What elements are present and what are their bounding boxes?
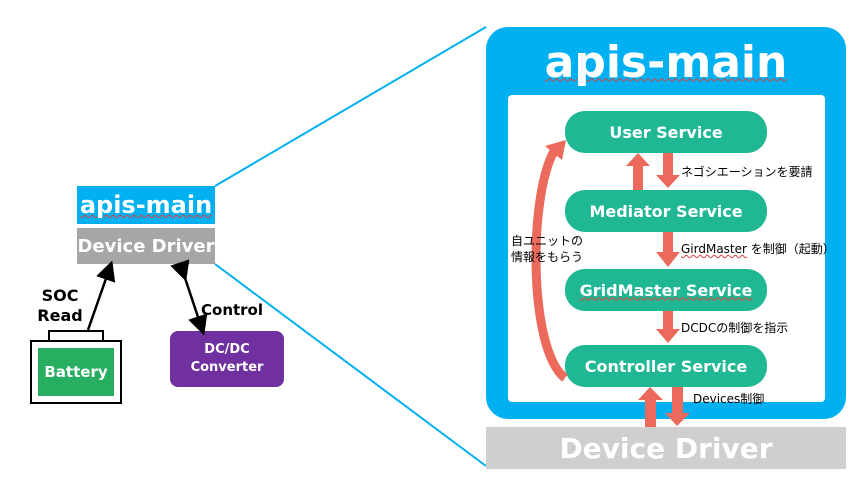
dcdc-label-line2: Converter: [190, 360, 264, 375]
battery-label: Battery: [44, 363, 108, 381]
user-mediator-down-arrow: [656, 153, 680, 188]
gridmaster-service-label: GridMaster Service: [579, 280, 753, 300]
gridmaster-service-node: GridMaster Service: [565, 269, 767, 311]
controller-driver-up-arrow: [638, 387, 663, 428]
control-label: Control: [201, 301, 264, 319]
device-driver-small-block: Device Driver: [77, 228, 215, 264]
controller-service-node: Controller Service: [565, 345, 767, 387]
devices-control-note: Devices制御: [693, 392, 765, 406]
soc-label-line2: Read: [37, 306, 83, 325]
soc-label-line1: SOC: [41, 286, 79, 305]
user-service-node: User Service: [565, 111, 767, 153]
controller-service-label: Controller Service: [584, 356, 748, 376]
dcdc-converter-block: DC/DC Converter: [170, 331, 284, 387]
apis-main-zoomed-title: apis-main: [486, 30, 846, 94]
battery-block: Battery: [38, 348, 114, 396]
zoom-line-top: [214, 26, 487, 187]
unit-info-note-line2: 情報をもらう: [511, 250, 584, 264]
mediator-service-label: Mediator Service: [589, 201, 743, 221]
user-mediator-up-arrow: [626, 153, 650, 190]
gridmaster-controller-arrow: [656, 311, 680, 343]
device-driver-zoomed-block: Device Driver: [486, 427, 846, 469]
gridmaster-note-prefix: GirdMaster: [681, 242, 747, 256]
apis-main-zoomed-title-text: apis-main: [544, 36, 788, 88]
device-driver-zoomed-label: Device Driver: [559, 431, 773, 465]
mediator-service-node: Mediator Service: [565, 190, 767, 232]
dcdc-label-line1: DC/DC: [204, 342, 250, 357]
battery-cap: [48, 330, 104, 342]
soc-read-label: SOC Read: [30, 286, 90, 326]
controller-to-user-loop-arrow: [531, 140, 569, 382]
gridmaster-control-note: GirdMaster を制御（起動）: [681, 240, 835, 257]
unit-info-note: 自ユニットの 情報をもらう: [511, 233, 583, 265]
zoom-line-bottom: [214, 263, 487, 467]
soc-read-arrow: [86, 260, 116, 331]
unit-info-note-line1: 自ユニットの: [511, 234, 584, 248]
apis-main-small-label: apis-main: [79, 191, 213, 219]
user-service-label: User Service: [609, 122, 723, 142]
control-arrow: [170, 259, 208, 336]
apis-main-small-block: apis-main: [77, 186, 215, 224]
dcdc-control-note: DCDCの制御を指示: [681, 321, 789, 335]
mediator-gridmaster-arrow: [656, 232, 680, 267]
negotiation-note: ネゴシエーションを要請: [681, 165, 813, 179]
gridmaster-note-suffix: を制御（起動）: [746, 242, 835, 256]
device-driver-small-label: Device Driver: [77, 235, 215, 257]
controller-driver-down-arrow: [665, 387, 690, 426]
